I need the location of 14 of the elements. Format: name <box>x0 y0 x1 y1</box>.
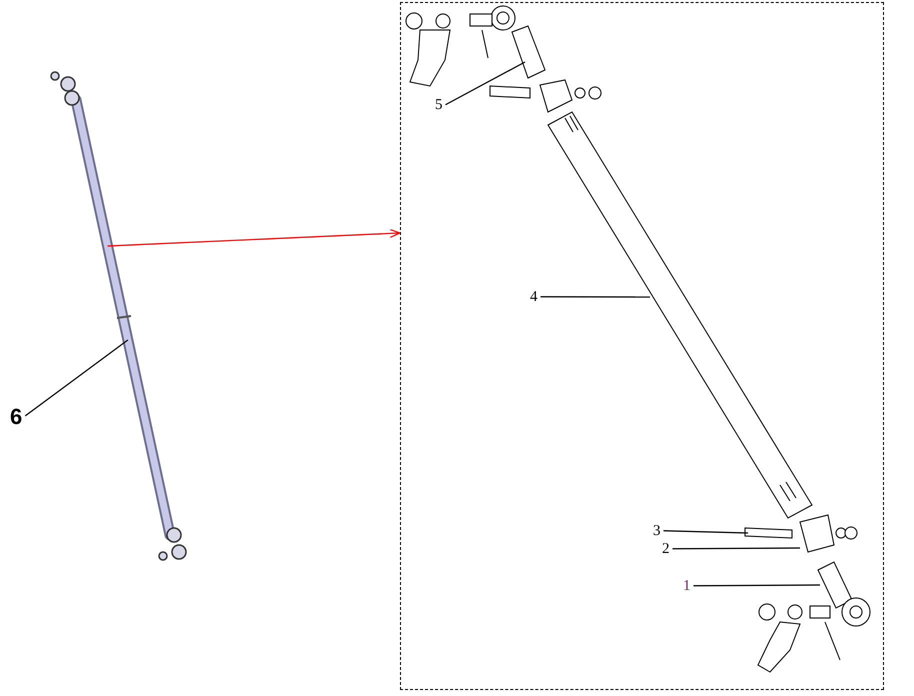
leader-line <box>663 530 748 534</box>
callout-number: 1 <box>683 579 690 594</box>
arrow <box>108 228 401 247</box>
callout-number: 4 <box>530 290 538 305</box>
leader-line <box>24 340 128 416</box>
leader-line <box>672 547 800 550</box>
tie-rod-drawing <box>50 71 187 561</box>
leader-line <box>540 296 650 298</box>
leader-line <box>445 61 526 106</box>
callout-number: 3 <box>653 524 660 539</box>
callout-number: 2 <box>662 542 670 557</box>
callout-number: 6 <box>10 406 22 428</box>
callout-number: 5 <box>435 98 442 113</box>
leader-line <box>694 584 820 586</box>
